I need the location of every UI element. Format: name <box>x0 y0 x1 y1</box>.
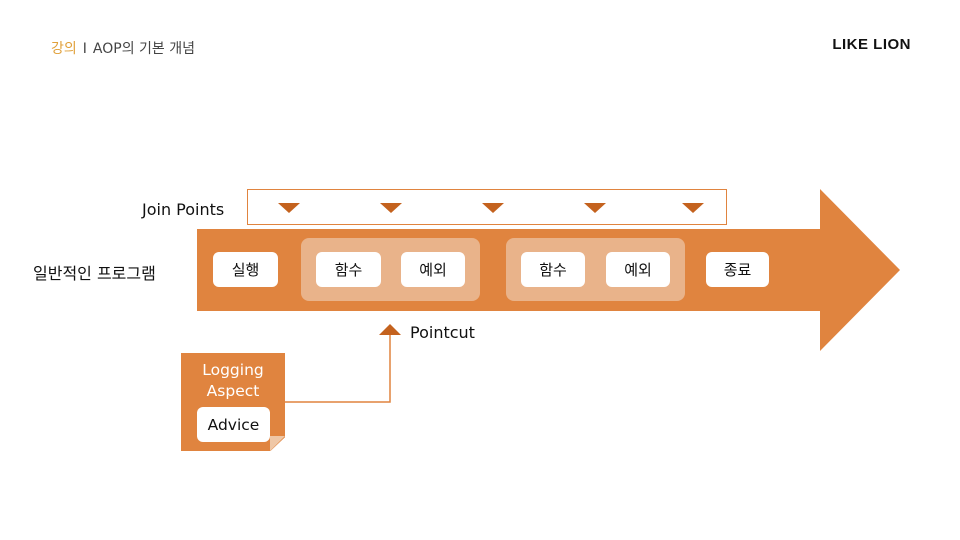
course-label: 강의 <box>51 41 77 57</box>
step-exception-1: 예외 <box>401 252 465 287</box>
header-breadcrumb: 강의 I AOP의 기본 개념 <box>51 38 195 58</box>
step-function-2: 함수 <box>521 252 585 287</box>
aspect-title: Logging Aspect <box>181 360 285 402</box>
aspect-title-line1: Logging <box>202 361 264 379</box>
step-run: 실행 <box>213 252 278 287</box>
pointcut-label: Pointcut <box>410 323 475 342</box>
brand-logo: LIKE LION <box>832 36 911 53</box>
step-end: 종료 <box>706 252 769 287</box>
join-point-marker <box>482 203 504 213</box>
join-points-label: Join Points <box>142 200 225 219</box>
step-exception-2: 예외 <box>606 252 670 287</box>
advice-box: Advice <box>197 407 270 442</box>
program-label: 일반적인 프로그램 <box>33 264 156 283</box>
join-point-marker <box>682 203 704 213</box>
join-point-marker <box>584 203 606 213</box>
aspect-title-line2: Aspect <box>206 382 260 400</box>
connector-line <box>285 334 391 403</box>
join-point-marker <box>380 203 402 213</box>
pointcut-arrowhead <box>379 324 401 335</box>
step-function-1: 함수 <box>316 252 381 287</box>
header-separator: I <box>82 41 87 57</box>
slide-title: AOP의 기본 개념 <box>92 41 195 57</box>
join-point-marker <box>278 203 300 213</box>
